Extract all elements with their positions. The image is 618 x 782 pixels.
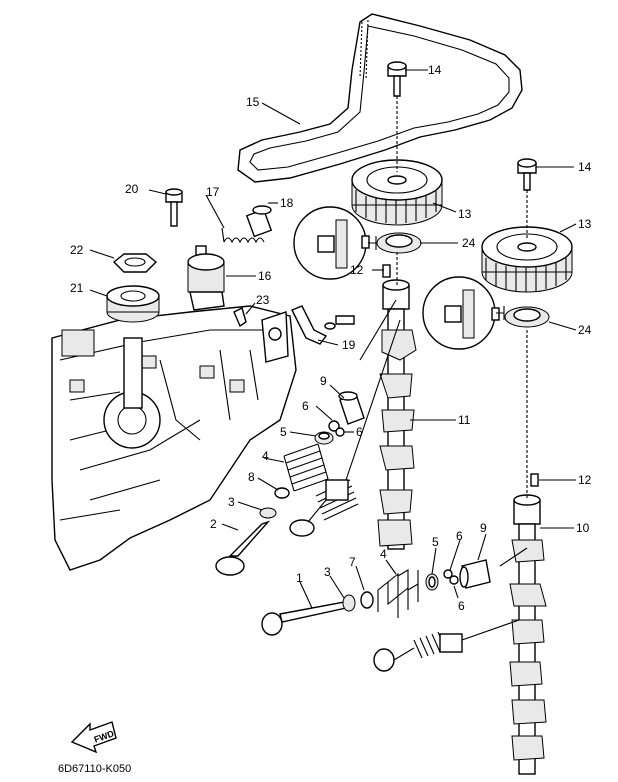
callout-12-upper: 12	[350, 263, 364, 277]
callout-4-upper: 4	[262, 449, 269, 463]
pulley-nut	[112, 253, 158, 273]
callout-5-upper: 5	[280, 425, 287, 439]
dowel-pin-upper	[382, 264, 391, 278]
tensioner-bolt	[165, 188, 183, 227]
callout-20: 20	[125, 182, 139, 196]
callout-24-upper: 24	[462, 236, 476, 250]
callout-14-upper: 14	[428, 63, 442, 77]
sprocket-bolt-upper	[387, 61, 407, 97]
diagram-code: 6D67110-K050	[58, 763, 131, 775]
camshaft-sprocket-upper	[351, 159, 443, 226]
callout-4-lower: 4	[380, 547, 387, 561]
callout-21: 21	[70, 281, 84, 295]
valve-cotter-lower-b	[449, 575, 459, 585]
cover-key	[233, 306, 247, 328]
camshaft-sprocket-right	[481, 226, 573, 293]
callout-7: 7	[349, 555, 356, 569]
leader-lines	[89, 69, 577, 641]
callout-15: 15	[246, 95, 260, 109]
forward-direction-arrow: FWD	[70, 721, 117, 754]
callout-3-upper: 3	[228, 495, 235, 509]
callout-16: 16	[258, 269, 272, 283]
callout-13-upper: 13	[458, 207, 472, 221]
callout-8: 8	[248, 470, 255, 484]
callout-1: 1	[296, 571, 303, 585]
callout-13-right: 13	[578, 217, 592, 231]
callout-labels: 14 15 14 13 13 17 20 18 24 22 12 16 21 2…	[70, 63, 592, 613]
callout-17: 17	[206, 185, 220, 199]
callout-22: 22	[70, 243, 84, 257]
dowel-pin-right	[530, 473, 539, 487]
callout-11: 11	[458, 413, 471, 427]
camshaft-lower	[509, 494, 547, 775]
tensioner-collar	[245, 205, 273, 238]
valve-cotter-upper-b	[335, 427, 345, 437]
valve-retainer-lower	[425, 573, 439, 591]
valve-assembly-lower	[373, 631, 463, 672]
pulley-gear	[106, 285, 160, 323]
callout-12-right: 12	[578, 473, 592, 487]
callout-5-lower: 5	[432, 535, 439, 549]
callout-6-upper-b: 6	[356, 425, 363, 439]
valve-lower	[261, 601, 347, 636]
pulley-shaft	[123, 337, 143, 409]
callout-6-lower-b: 6	[458, 599, 465, 613]
callout-19: 19	[342, 338, 356, 352]
valve-stem-seal-upper	[274, 487, 290, 499]
callout-9-upper: 9	[320, 374, 327, 388]
callout-10: 10	[576, 521, 590, 535]
valve-spring-seat-upper	[259, 507, 277, 519]
valve-cotter-lower-a	[443, 569, 453, 579]
valve-assembly-upper	[289, 479, 359, 537]
sprocket-bolt-right	[517, 158, 537, 191]
timing-belt	[237, 13, 523, 183]
callout-23: 23	[256, 293, 270, 307]
callout-24-right: 24	[578, 323, 592, 337]
valve-retainer-upper	[314, 431, 334, 445]
tensioner-plate	[261, 311, 289, 363]
callout-9-lower: 9	[480, 521, 487, 535]
oil-seal-inset-right	[422, 276, 550, 350]
tensioner-spring	[221, 227, 265, 244]
callout-14-right: 14	[578, 160, 592, 174]
callout-6-upper-a: 6	[302, 399, 309, 413]
cylinder-head	[51, 305, 297, 571]
callout-18: 18	[280, 196, 294, 210]
valve-cotter-upper-a	[328, 420, 340, 432]
tensioner-bracket	[187, 245, 225, 311]
oil-seal-inset-upper	[293, 206, 422, 280]
valve-stem-seal-lower	[360, 591, 374, 609]
callout-3-lower: 3	[324, 565, 331, 579]
valve-spring-upper	[283, 443, 329, 492]
valve-lifter-lower	[459, 559, 491, 589]
valve-lifter-upper	[338, 391, 365, 425]
tensioner-lever	[291, 305, 355, 345]
camshaft-upper	[377, 279, 417, 550]
valve-spring-seat-lower	[342, 594, 356, 612]
valve-spring-lower	[377, 569, 419, 618]
valve-upper	[215, 520, 271, 576]
callout-6-lower-a: 6	[456, 529, 463, 543]
callout-2: 2	[210, 517, 217, 531]
